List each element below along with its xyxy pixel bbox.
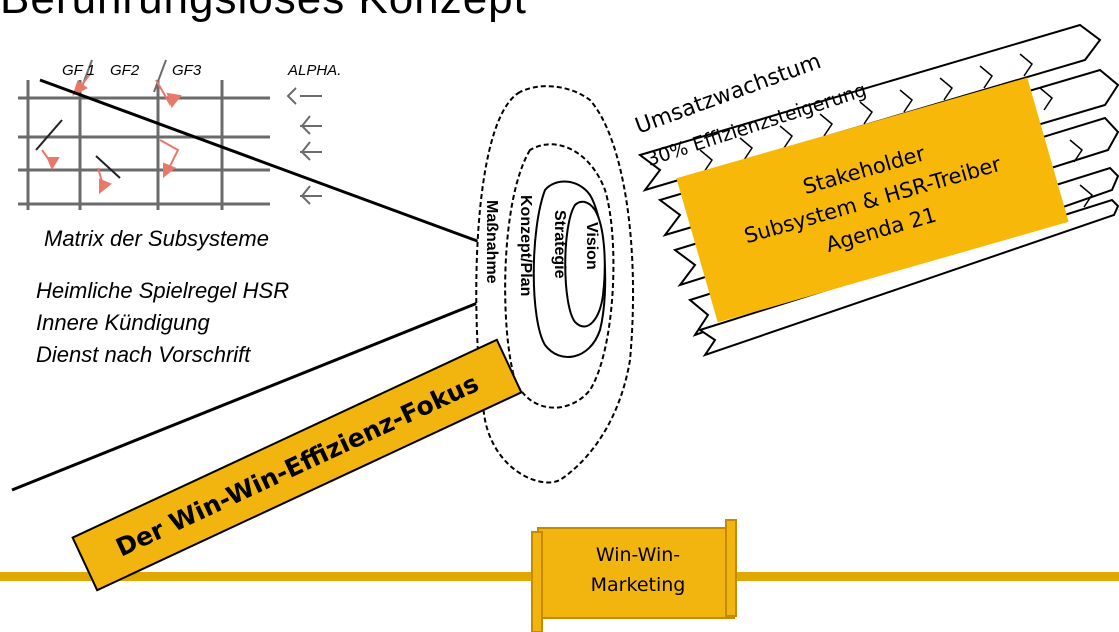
ring-label-massnahme: Maßnahme (483, 200, 500, 284)
footer-scroll-line-1: Win-Win- (595, 544, 681, 566)
matrix-label-gf2: GF2 (110, 62, 140, 79)
upper-diagonal-line (39, 78, 481, 244)
hidden-rule-2: Innere Kündigung (36, 310, 210, 335)
footer-scroll-label: Win-Win- Marketing (548, 540, 728, 625)
lower-diagonal-line (11, 300, 481, 492)
matrix-label-gf3: GF3 (172, 62, 202, 79)
matrix-label-gf1: GF 1 (62, 62, 96, 79)
ring-label-strategie: Strategie (551, 210, 568, 279)
matrix-label-alpha: ALPHA. (288, 62, 342, 79)
ring-label-vision: Vision (583, 222, 600, 270)
hidden-rule-3: Dienst nach Vorschrift (36, 342, 251, 367)
slide-title: Berührungsloses Konzept (0, 0, 527, 24)
hidden-rule-1: Heimliche Spielregel HSR (36, 278, 290, 303)
footer-scroll (531, 519, 737, 632)
subsystem-matrix (18, 59, 322, 210)
matrix-arrows (41, 73, 182, 195)
footer-scroll-line-2: Marketing (590, 574, 686, 596)
chevron-marks (699, 53, 1093, 208)
onion-model (475, 85, 634, 484)
matrix-caption: Matrix der Subsysteme (44, 226, 269, 251)
ring-label-konzept-plan: Konzept/Plan (517, 195, 534, 297)
